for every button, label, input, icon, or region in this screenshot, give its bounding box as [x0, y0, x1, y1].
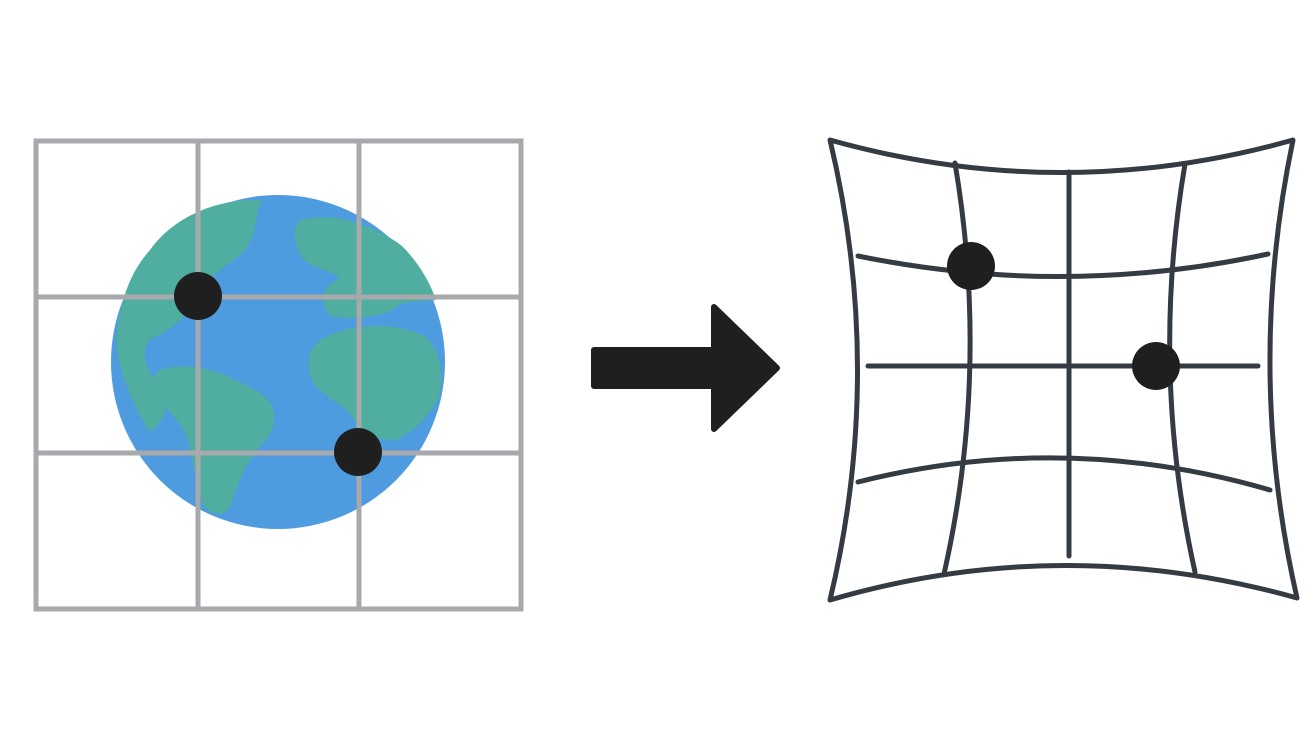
source-marker: [174, 272, 222, 320]
source-grid: [33, 138, 524, 612]
target-grid: [827, 137, 1300, 603]
target-grid-line: [941, 160, 973, 577]
target-grid-line: [855, 251, 1271, 279]
target-grid-border: [827, 137, 1300, 603]
land-mass: [354, 244, 396, 271]
target-grid-line: [855, 455, 1273, 493]
land-mass: [116, 199, 262, 432]
land-mass: [308, 325, 442, 441]
land-mass: [153, 366, 275, 514]
target-marker: [1132, 342, 1180, 390]
target-marker: [947, 242, 995, 290]
arrow-shape: [591, 304, 780, 432]
source-marker: [334, 428, 382, 476]
globe-icon: [111, 195, 445, 529]
source-panel: [33, 138, 524, 612]
target-panel: [827, 137, 1300, 603]
source-grid-border: [33, 138, 524, 612]
right-arrow-icon: [591, 304, 780, 432]
